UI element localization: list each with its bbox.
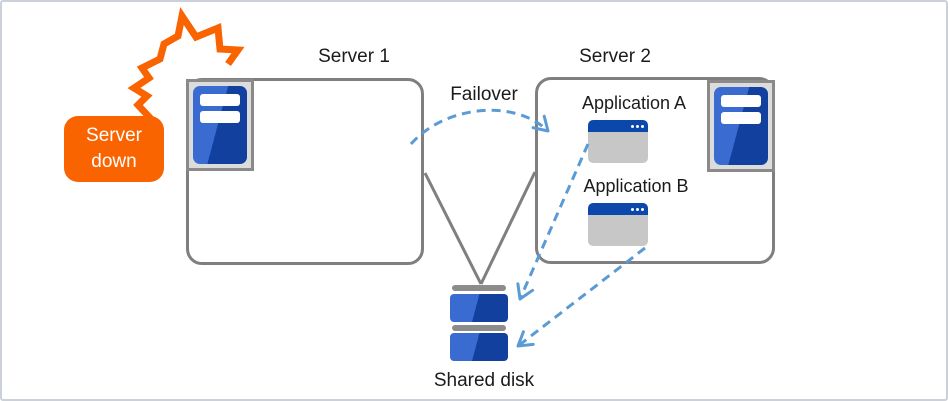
app-window-titlebar <box>588 120 648 132</box>
failover-arrow <box>409 108 550 145</box>
server2-server-icon <box>707 80 775 172</box>
server1-server-icon <box>186 79 254 171</box>
server1-disk-link-line <box>423 172 483 285</box>
app-window-button <box>641 124 644 128</box>
app-window-button <box>631 207 634 211</box>
app-window-button <box>641 207 644 211</box>
server2-label: Server 2 <box>579 46 651 67</box>
shared-disk-icon <box>450 285 508 362</box>
app-window-button <box>636 124 639 128</box>
server1-label: Server 1 <box>318 46 390 67</box>
server-icon-slot <box>200 94 240 106</box>
app-window-body <box>588 132 648 163</box>
disk-cap <box>452 324 506 331</box>
shared-disk-label: Shared disk <box>433 370 535 391</box>
server-icon-slot <box>721 112 761 124</box>
server-icon-slot <box>721 95 761 107</box>
app-window-button <box>636 207 639 211</box>
server2-disk-link-line <box>479 171 537 285</box>
server-icon-slot <box>200 111 240 123</box>
application-b-icon <box>588 203 648 246</box>
application-a-icon <box>588 120 648 163</box>
disk-cap <box>452 285 506 291</box>
disk-unit <box>450 333 508 361</box>
app-window-body <box>588 215 648 246</box>
server-down-badge: Server down <box>64 116 164 182</box>
app-window-titlebar <box>588 203 648 215</box>
server-down-badge-text: Server down <box>86 125 142 172</box>
application-a-label: Application A <box>581 93 687 113</box>
server-icon-panel <box>714 87 768 165</box>
server-icon-panel <box>193 86 247 164</box>
app-window-button <box>631 124 634 128</box>
disk-unit <box>450 293 508 322</box>
failover-label: Failover <box>450 84 518 105</box>
application-b-label: Application B <box>583 176 689 196</box>
